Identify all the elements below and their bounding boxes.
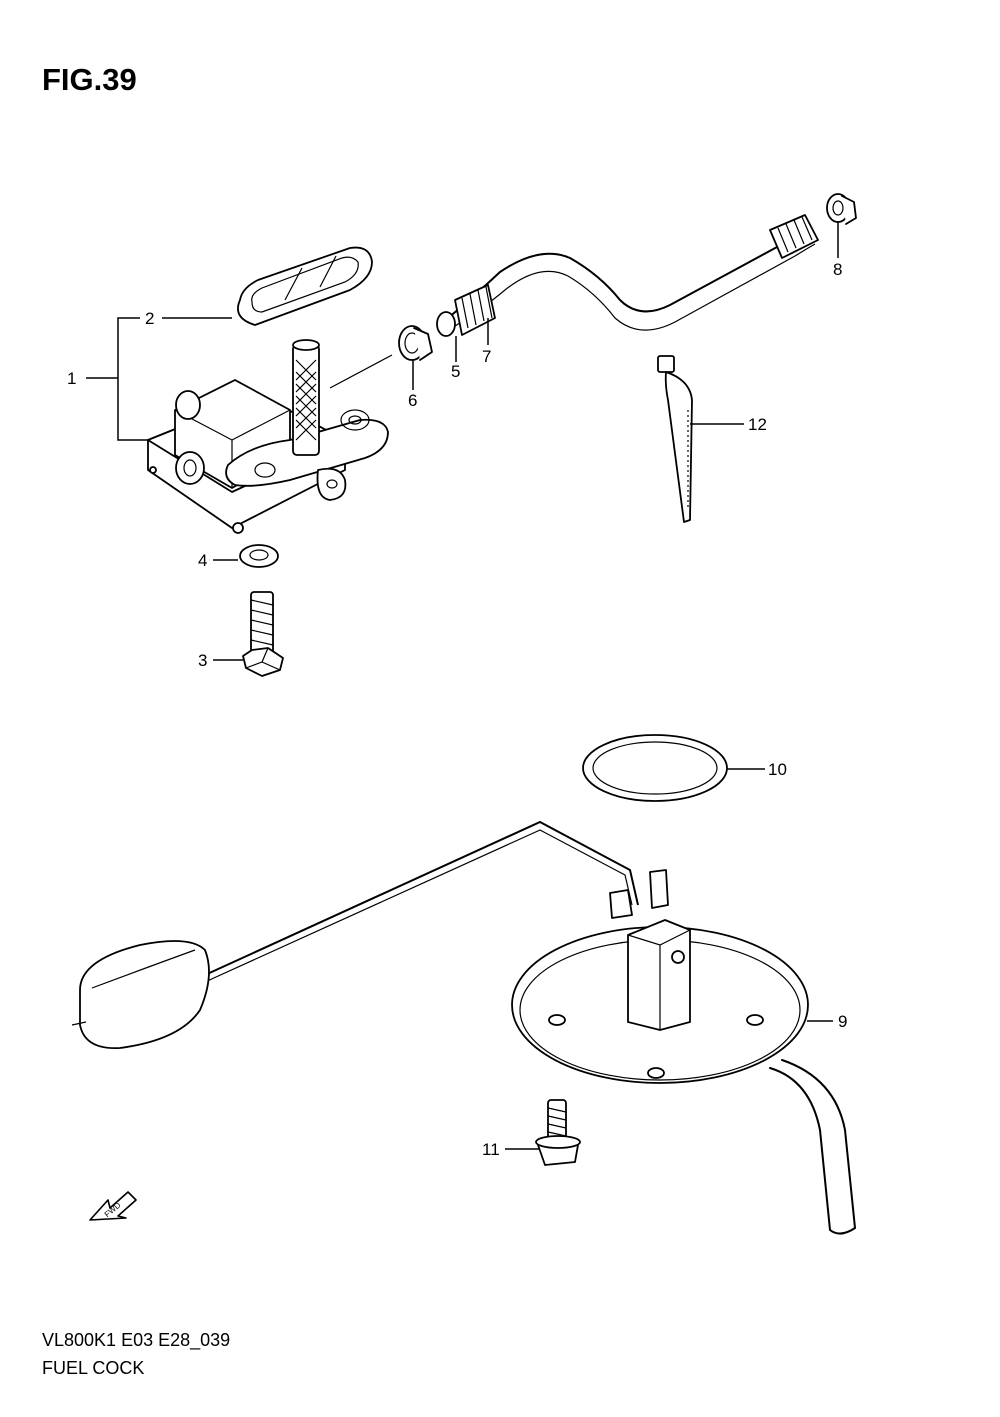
callout-1: 1 xyxy=(67,369,76,388)
fuel-cock-body xyxy=(147,339,389,534)
gasket xyxy=(237,246,373,326)
figure-title: FIG.39 xyxy=(42,62,137,97)
callout-7: 7 xyxy=(482,347,491,366)
hose-clamp-right xyxy=(826,193,857,225)
callout-9: 9 xyxy=(838,1012,847,1031)
cable-tie xyxy=(657,355,693,523)
callout-5: 5 xyxy=(451,362,460,381)
callout-8: 8 xyxy=(833,260,842,279)
callout-12: 12 xyxy=(748,415,767,434)
callout-11: 11 xyxy=(482,1140,500,1159)
callout-6: 6 xyxy=(408,391,417,410)
fuel-level-gauge xyxy=(71,820,856,1235)
diagram-code: VL800K1 E03 E28_039 xyxy=(42,1330,231,1350)
bolt xyxy=(242,591,284,677)
callout-10: 10 xyxy=(768,760,787,779)
callout-2: 2 xyxy=(145,309,154,328)
callout-4: 4 xyxy=(198,551,207,570)
fuel-hose xyxy=(436,214,819,337)
gauge-screw xyxy=(535,1099,581,1166)
diagram-name: FUEL COCK xyxy=(42,1358,145,1378)
washer xyxy=(239,544,279,568)
callout-leaders xyxy=(86,222,839,1150)
callout-3: 3 xyxy=(198,651,207,670)
forward-direction-arrow: FWD xyxy=(89,1191,137,1221)
o-ring xyxy=(582,734,728,802)
hose-clamp-left xyxy=(398,325,433,361)
